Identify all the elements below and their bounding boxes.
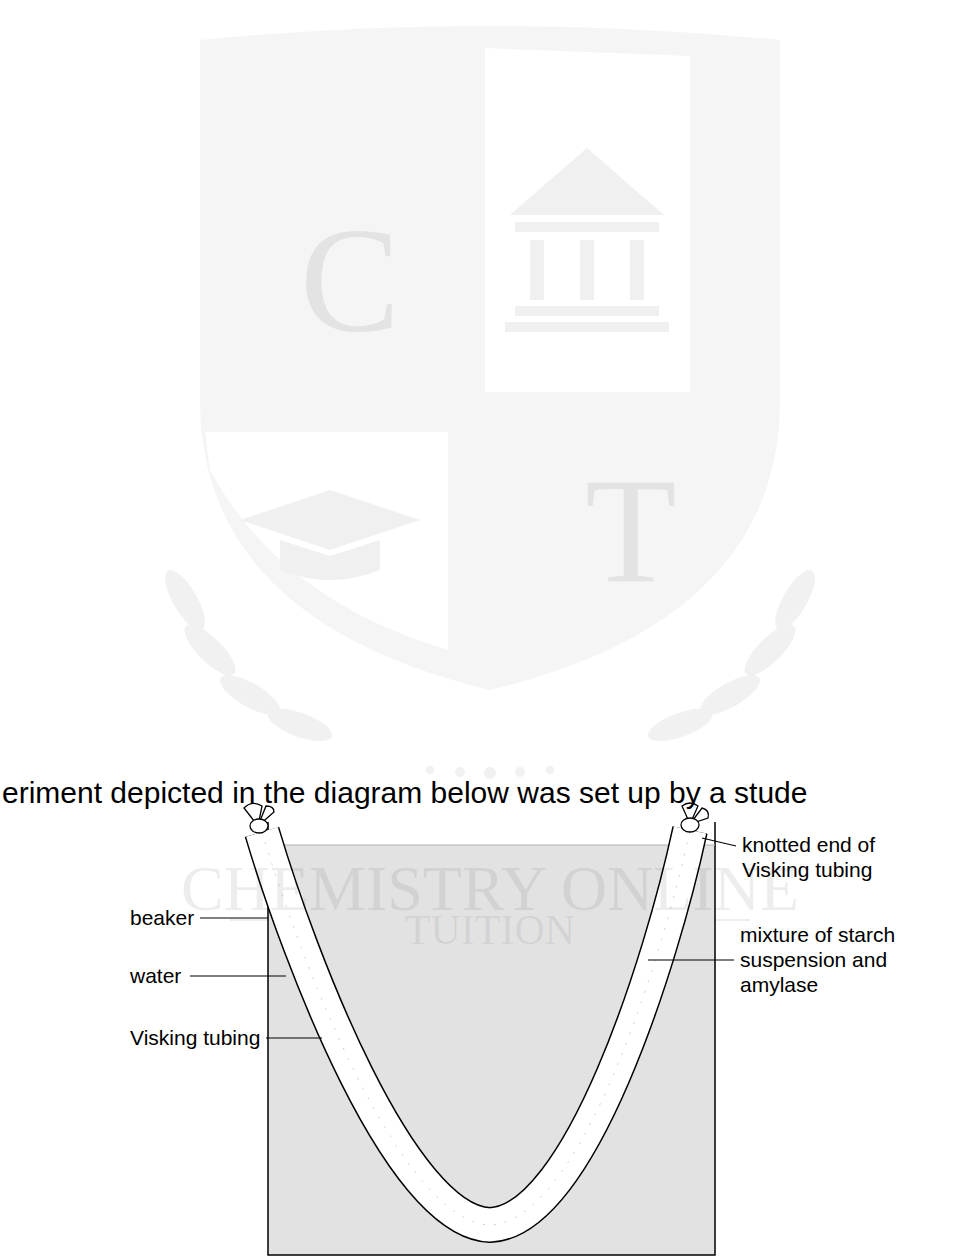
part-label: Visking tubing — [130, 1025, 260, 1050]
watermark-letter: T — [585, 440, 677, 620]
part-label: water — [130, 963, 181, 988]
part-label: mixture of starch suspension and amylase — [740, 922, 915, 997]
watermark-letter: C — [300, 190, 400, 370]
question-text: eriment depicted in the diagram below wa… — [2, 775, 807, 811]
watermark-subtitle: TUITION — [405, 905, 575, 955]
part-label: beaker — [130, 905, 194, 930]
water-surface — [268, 845, 715, 846]
part-label: knotted end of Visking tubing — [742, 832, 917, 882]
